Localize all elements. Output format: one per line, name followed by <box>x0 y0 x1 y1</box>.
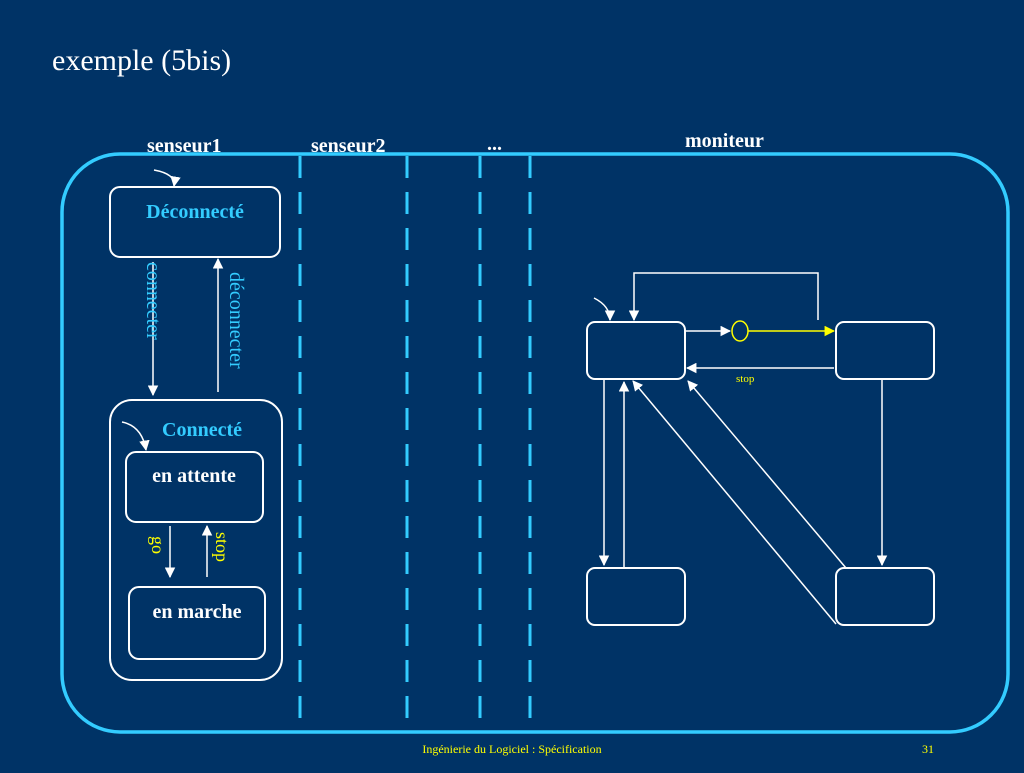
initial-substate-arrow <box>121 421 150 452</box>
monitor-diagonal-arrow-2 <box>687 380 847 569</box>
initial-transition-arrow <box>153 169 181 188</box>
page-number: 31 <box>922 742 934 756</box>
column-header-moniteur: moniteur <box>685 130 764 152</box>
monitor-loop-transition <box>628 272 819 322</box>
column-header-ellipsis: ... <box>487 133 502 155</box>
state-disconnected-label: Déconnecté <box>146 201 244 223</box>
event-disconnect-label: déconnecter <box>225 272 247 369</box>
column-header-senseur1: senseur1 <box>147 135 221 157</box>
substate-waiting <box>125 451 264 523</box>
event-stop-label: stop <box>212 532 232 562</box>
state-disconnected <box>109 186 281 258</box>
substate-waiting-label: en attente <box>152 465 236 487</box>
event-connect-label: connecter <box>142 262 164 340</box>
substate-running <box>128 586 266 660</box>
monitor-state-bottom-left <box>586 567 686 626</box>
state-connected-label: Connecté <box>162 419 242 441</box>
event-go-label: go <box>148 536 168 554</box>
monitor-diagonal-arrow-1 <box>632 380 837 625</box>
monitor-state-bottom-right <box>835 567 935 626</box>
monitor-stop-label: stop <box>736 373 755 385</box>
page-title: exemple (5bis) <box>52 44 231 77</box>
parallel-state-container <box>60 152 1010 734</box>
column-header-senseur2: senseur2 <box>311 135 385 157</box>
state-connected <box>109 399 283 681</box>
monitor-state-top-right <box>835 321 935 380</box>
choice-pseudostate <box>731 320 749 342</box>
monitor-initial-arrow <box>593 297 616 322</box>
substate-running-label: en marche <box>152 601 241 623</box>
footer-text: Ingénierie du Logiciel : Spécification <box>422 742 601 756</box>
monitor-state-top-left <box>586 321 686 380</box>
